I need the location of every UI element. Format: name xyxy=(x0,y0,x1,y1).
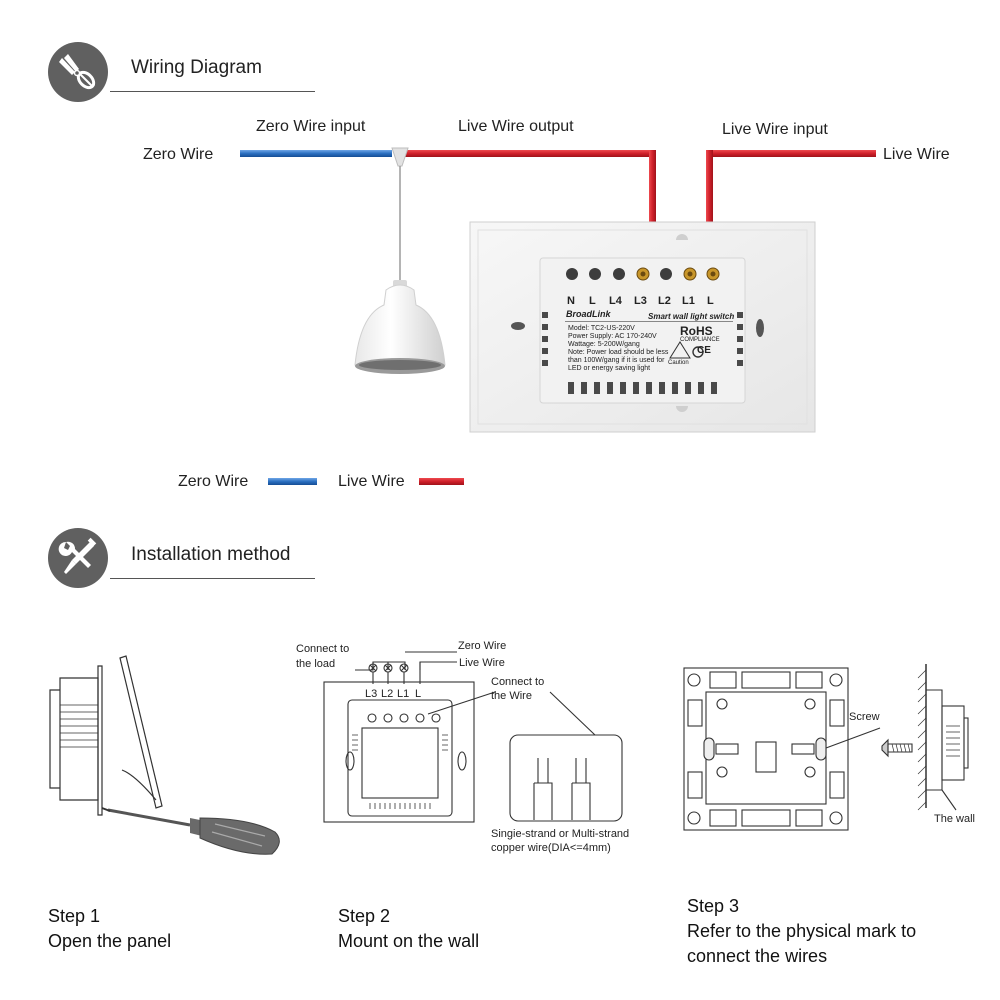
terminal-label: L4 xyxy=(609,295,622,307)
label-zero-wire-input: Zero Wire input xyxy=(256,118,366,135)
switch-note: than 100W/gang if it is used for xyxy=(568,357,665,364)
step2-connect-load: the load xyxy=(296,658,336,670)
switch-label-divider xyxy=(565,321,733,322)
step3-drawing xyxy=(683,664,969,831)
step-description: Refer to the physical mark to xyxy=(687,921,917,941)
label-live-wire-output: Live Wire output xyxy=(458,118,574,135)
step2-copper-line: Singie-strand or Multi-strand xyxy=(491,828,630,840)
switch-model: Model: TC2-US-220V xyxy=(568,325,635,332)
step2-connect-load: Connect to xyxy=(296,643,350,655)
switch-power: Power Supply: AC 170-240V xyxy=(568,333,657,340)
section-rule xyxy=(110,578,315,579)
screwdriver xyxy=(101,807,280,855)
step3-screw-label: Screw xyxy=(849,711,880,723)
live-wire-output xyxy=(404,150,656,157)
wire-junction xyxy=(391,147,409,167)
step2-connect-wire: Connect to xyxy=(491,676,545,688)
install-section-icon xyxy=(48,528,108,588)
step2-live-wire: Live Wire xyxy=(459,657,505,669)
section-title-wiring: Wiring Diagram xyxy=(131,57,262,78)
step3-wall-label: The wall xyxy=(934,813,975,825)
step2-terminal-label: L1 xyxy=(397,688,410,700)
live-wire-input-drop xyxy=(706,150,713,242)
step1-drawing xyxy=(49,655,280,855)
switch-wattage: Wattage: 5-200W/gang xyxy=(568,341,640,348)
label-live-wire-input: Live Wire input xyxy=(722,121,828,138)
step-2-caption: Step 2 Mount on the wall xyxy=(338,904,479,954)
terminal-label: L3 xyxy=(634,295,647,307)
section-title-install: Installation method xyxy=(131,544,291,565)
step2-terminal-label: L2 xyxy=(381,688,394,700)
switch-terminal-labels: N L L4 L3 L2 L1 L xyxy=(563,295,733,309)
switch-product: Smart wall light switch xyxy=(648,312,735,321)
live-wire-input xyxy=(706,150,876,157)
wiring-drawing xyxy=(240,147,876,433)
rohs-mark: RoHS xyxy=(680,324,713,338)
terminal-label: L xyxy=(707,295,714,307)
pliers-icon xyxy=(59,54,96,90)
step2-drawing xyxy=(323,651,623,823)
zero-wire xyxy=(240,150,392,157)
switch-brand: BroadLink xyxy=(566,309,611,319)
step-description: Mount on the wall xyxy=(338,931,480,951)
caution-mark: Caution xyxy=(668,360,689,366)
label-live-wire: Live Wire xyxy=(883,146,950,163)
step2-zero-wire: Zero Wire xyxy=(458,640,507,652)
legend-zero-swatch xyxy=(268,478,317,485)
step2-copper-note: Singie-strand or Multi-strand copper wir… xyxy=(491,828,643,854)
wiring-section-icon xyxy=(48,42,108,102)
step2-connect-wire: the Wire xyxy=(491,690,532,702)
switch-note: LED or energy saving light xyxy=(568,365,651,372)
step-3-caption: Step 3 Refer to the physical mark to con… xyxy=(687,894,916,969)
section-rule xyxy=(110,91,315,92)
tools-icon xyxy=(58,537,97,574)
step2-terminal-label: L xyxy=(415,688,422,700)
legend-live-swatch xyxy=(419,478,464,485)
switch-back-plate xyxy=(469,221,816,433)
switch-note: Note: Power load should be less xyxy=(568,349,669,356)
step2-terminal-label: L3 xyxy=(365,688,378,700)
step-title: Step 3 xyxy=(687,896,740,916)
compliance-mark: COMPLIANCE xyxy=(680,337,720,343)
terminal-label: L2 xyxy=(658,295,671,307)
terminal-label: L xyxy=(589,295,596,307)
legend-live-label: Live Wire xyxy=(338,473,405,490)
label-zero-wire: Zero Wire xyxy=(143,146,214,163)
pendant-lamp xyxy=(354,280,446,374)
step-1-caption: Step 1 Open the panel xyxy=(48,904,171,954)
step2-copper-line: copper wire(DIA<=4mm) xyxy=(491,842,611,854)
step-title: Step 2 xyxy=(338,906,391,926)
step-description: connect the wires xyxy=(687,946,828,966)
terminal-label: N xyxy=(567,295,575,307)
legend-zero-label: Zero Wire xyxy=(178,473,249,490)
ce-mark: CE xyxy=(697,345,711,356)
step-title: Step 1 xyxy=(48,906,101,926)
step-description: Open the panel xyxy=(48,931,172,951)
terminal-label: L1 xyxy=(682,295,695,307)
live-wire-output-drop xyxy=(649,150,656,242)
